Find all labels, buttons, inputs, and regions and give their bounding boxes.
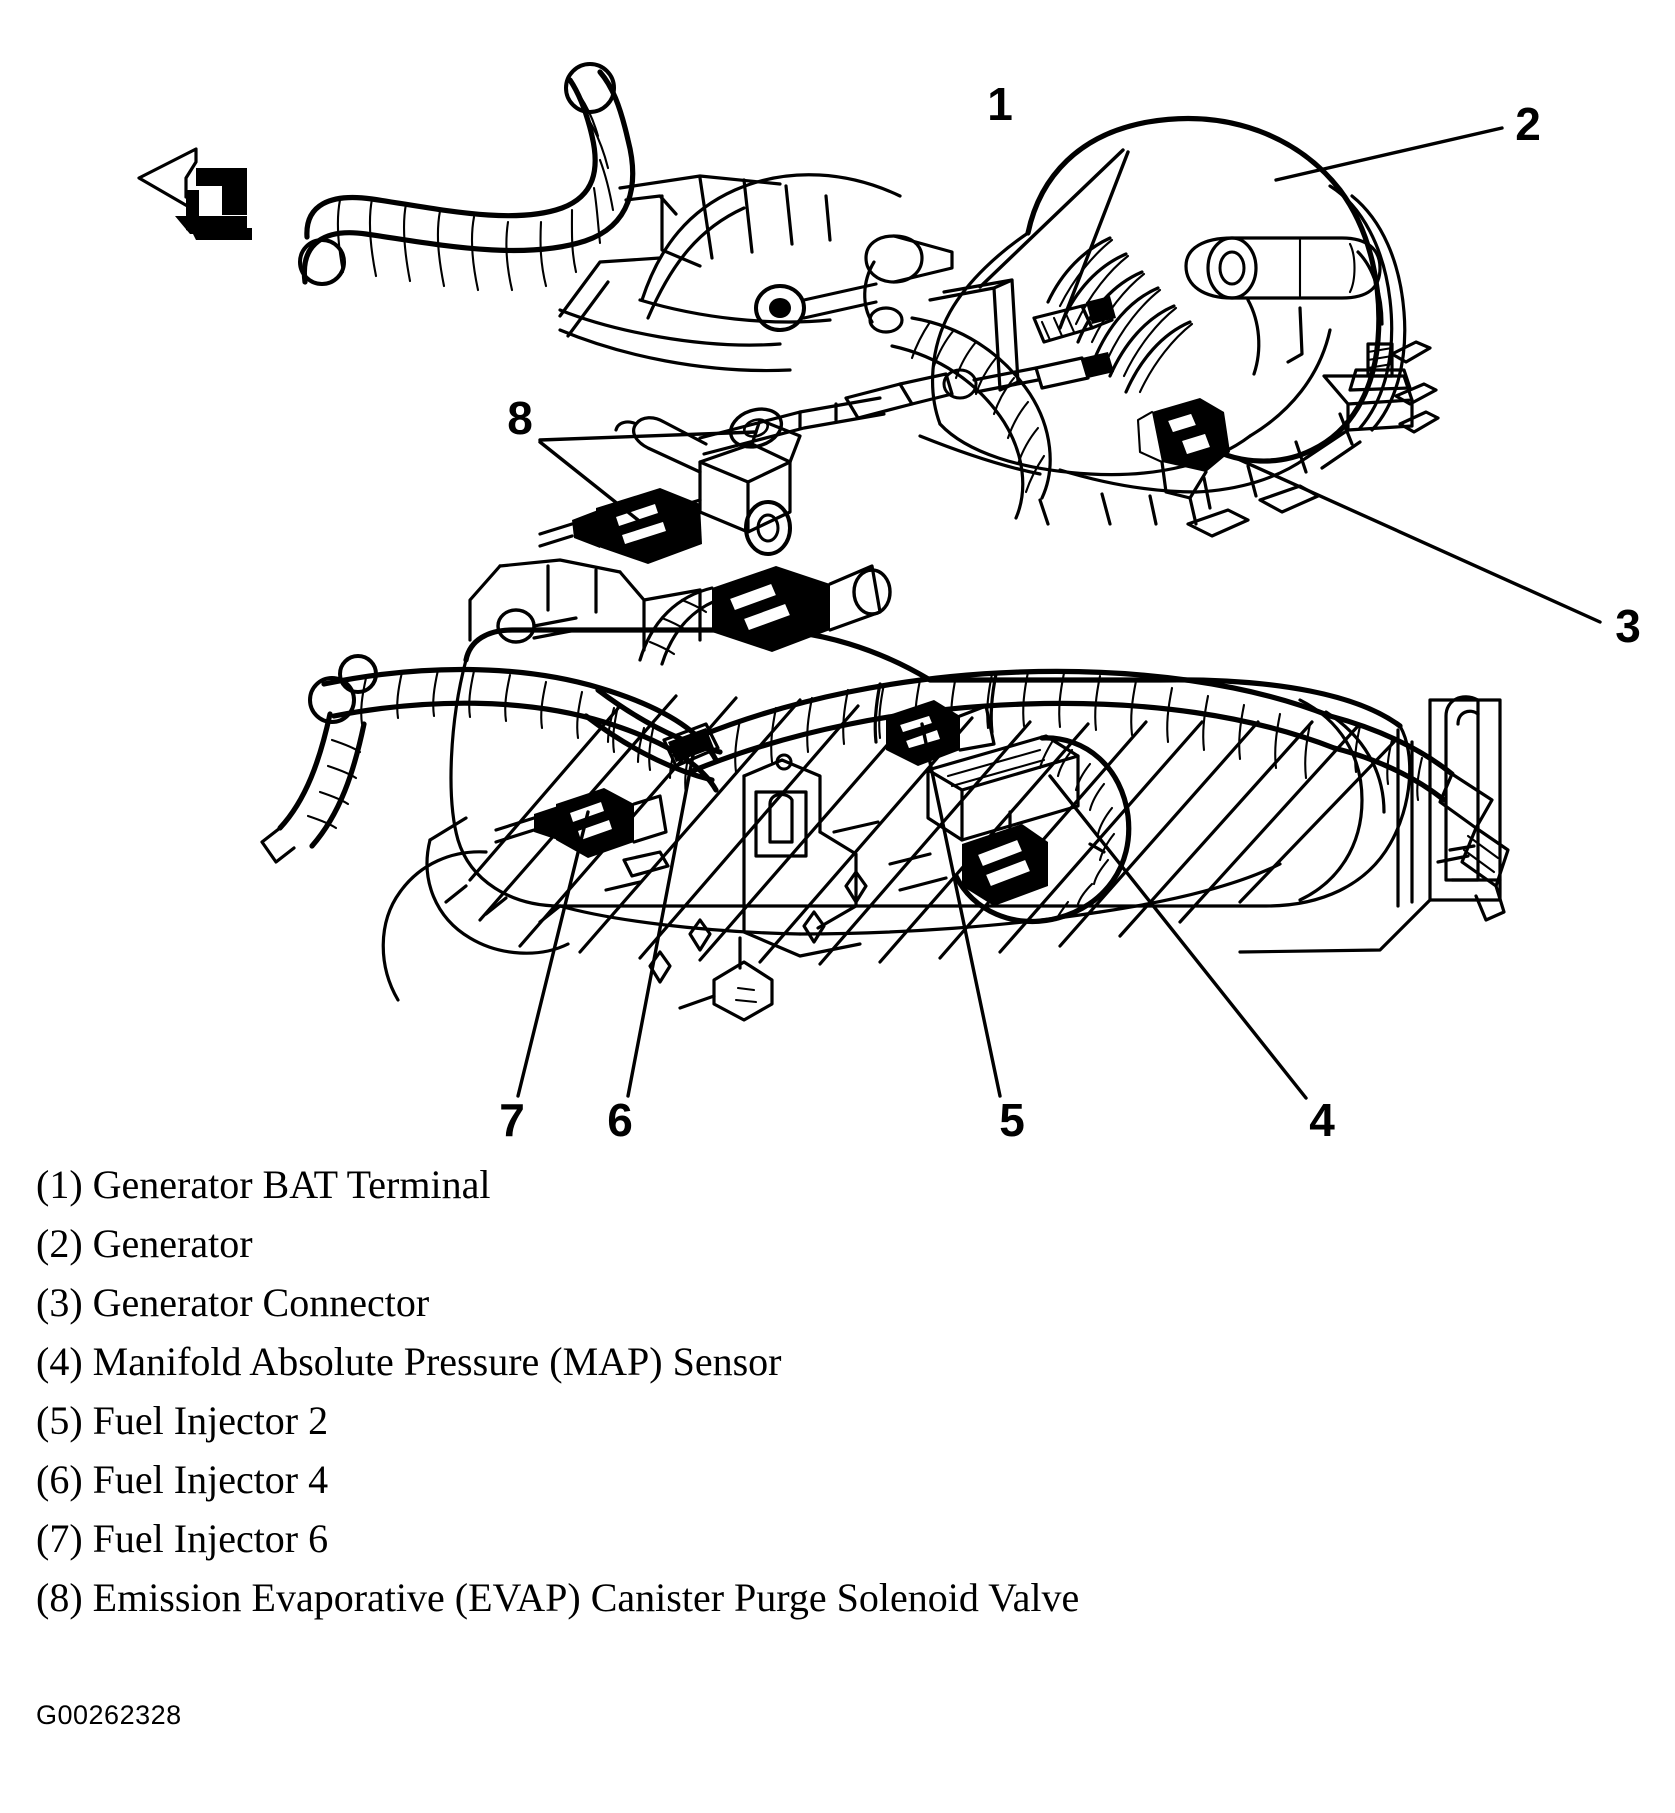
legend-item-4: (4) Manifold Absolute Pressure (MAP) Sen… bbox=[36, 1339, 782, 1384]
engine-valve-cover bbox=[558, 173, 902, 373]
callout-1: 1 bbox=[978, 78, 1130, 330]
figure-id-label: G00262328 bbox=[36, 1700, 182, 1730]
coolant-hose bbox=[298, 62, 636, 292]
generator-connector bbox=[1136, 398, 1230, 526]
background-detail bbox=[444, 412, 1362, 936]
fuel-rail-pipes bbox=[698, 352, 1114, 456]
legend-item-1: (1) Generator BAT Terminal bbox=[36, 1162, 491, 1207]
callout-2-number: 2 bbox=[1515, 98, 1541, 150]
callout-8-number: 8 bbox=[507, 392, 533, 444]
legend-item-6: (6) Fuel Injector 4 bbox=[36, 1457, 329, 1502]
callout-2: 2 bbox=[1274, 98, 1541, 182]
callout-1-number: 1 bbox=[987, 78, 1013, 130]
legend-list: (1) Generator BAT Terminal (2) Generator… bbox=[36, 1155, 1536, 1627]
illustration-svg: 1 2 3 bbox=[137, 62, 1641, 1140]
legend-item-8: (8) Emission Evaporative (EVAP) Canister… bbox=[36, 1575, 1080, 1620]
legend-item-7: (7) Fuel Injector 6 bbox=[36, 1516, 329, 1561]
fuel-injector-4-connector bbox=[662, 722, 720, 768]
legend-item-3: (3) Generator Connector bbox=[36, 1280, 430, 1325]
harness-connector-top bbox=[712, 564, 892, 652]
direction-arrow-icon bbox=[137, 147, 252, 240]
callout-7: 7 bbox=[499, 810, 590, 1140]
callout-5-number: 5 bbox=[999, 1094, 1025, 1140]
callout-3: 3 bbox=[1216, 448, 1641, 652]
fuel-injector-6-connector bbox=[494, 788, 668, 858]
callout-4: 4 bbox=[1048, 774, 1335, 1140]
legend-item-2: (2) Generator bbox=[36, 1221, 253, 1266]
engine-wiring-harness bbox=[260, 586, 1510, 922]
callout-4-number: 4 bbox=[1309, 1094, 1335, 1140]
map-sensor bbox=[926, 734, 1132, 925]
engine-component-illustration: 1 2 3 bbox=[137, 62, 1641, 1140]
callout-3-number: 3 bbox=[1615, 600, 1641, 652]
callout-5: 5 bbox=[920, 722, 1025, 1140]
legend-item-5: (5) Fuel Injector 2 bbox=[36, 1398, 329, 1443]
callout-6-number: 6 bbox=[607, 1094, 633, 1140]
generator-bat-terminal bbox=[754, 234, 1116, 392]
callout-7-number: 7 bbox=[499, 1094, 525, 1140]
generator-wiring-conduit bbox=[890, 316, 1052, 520]
